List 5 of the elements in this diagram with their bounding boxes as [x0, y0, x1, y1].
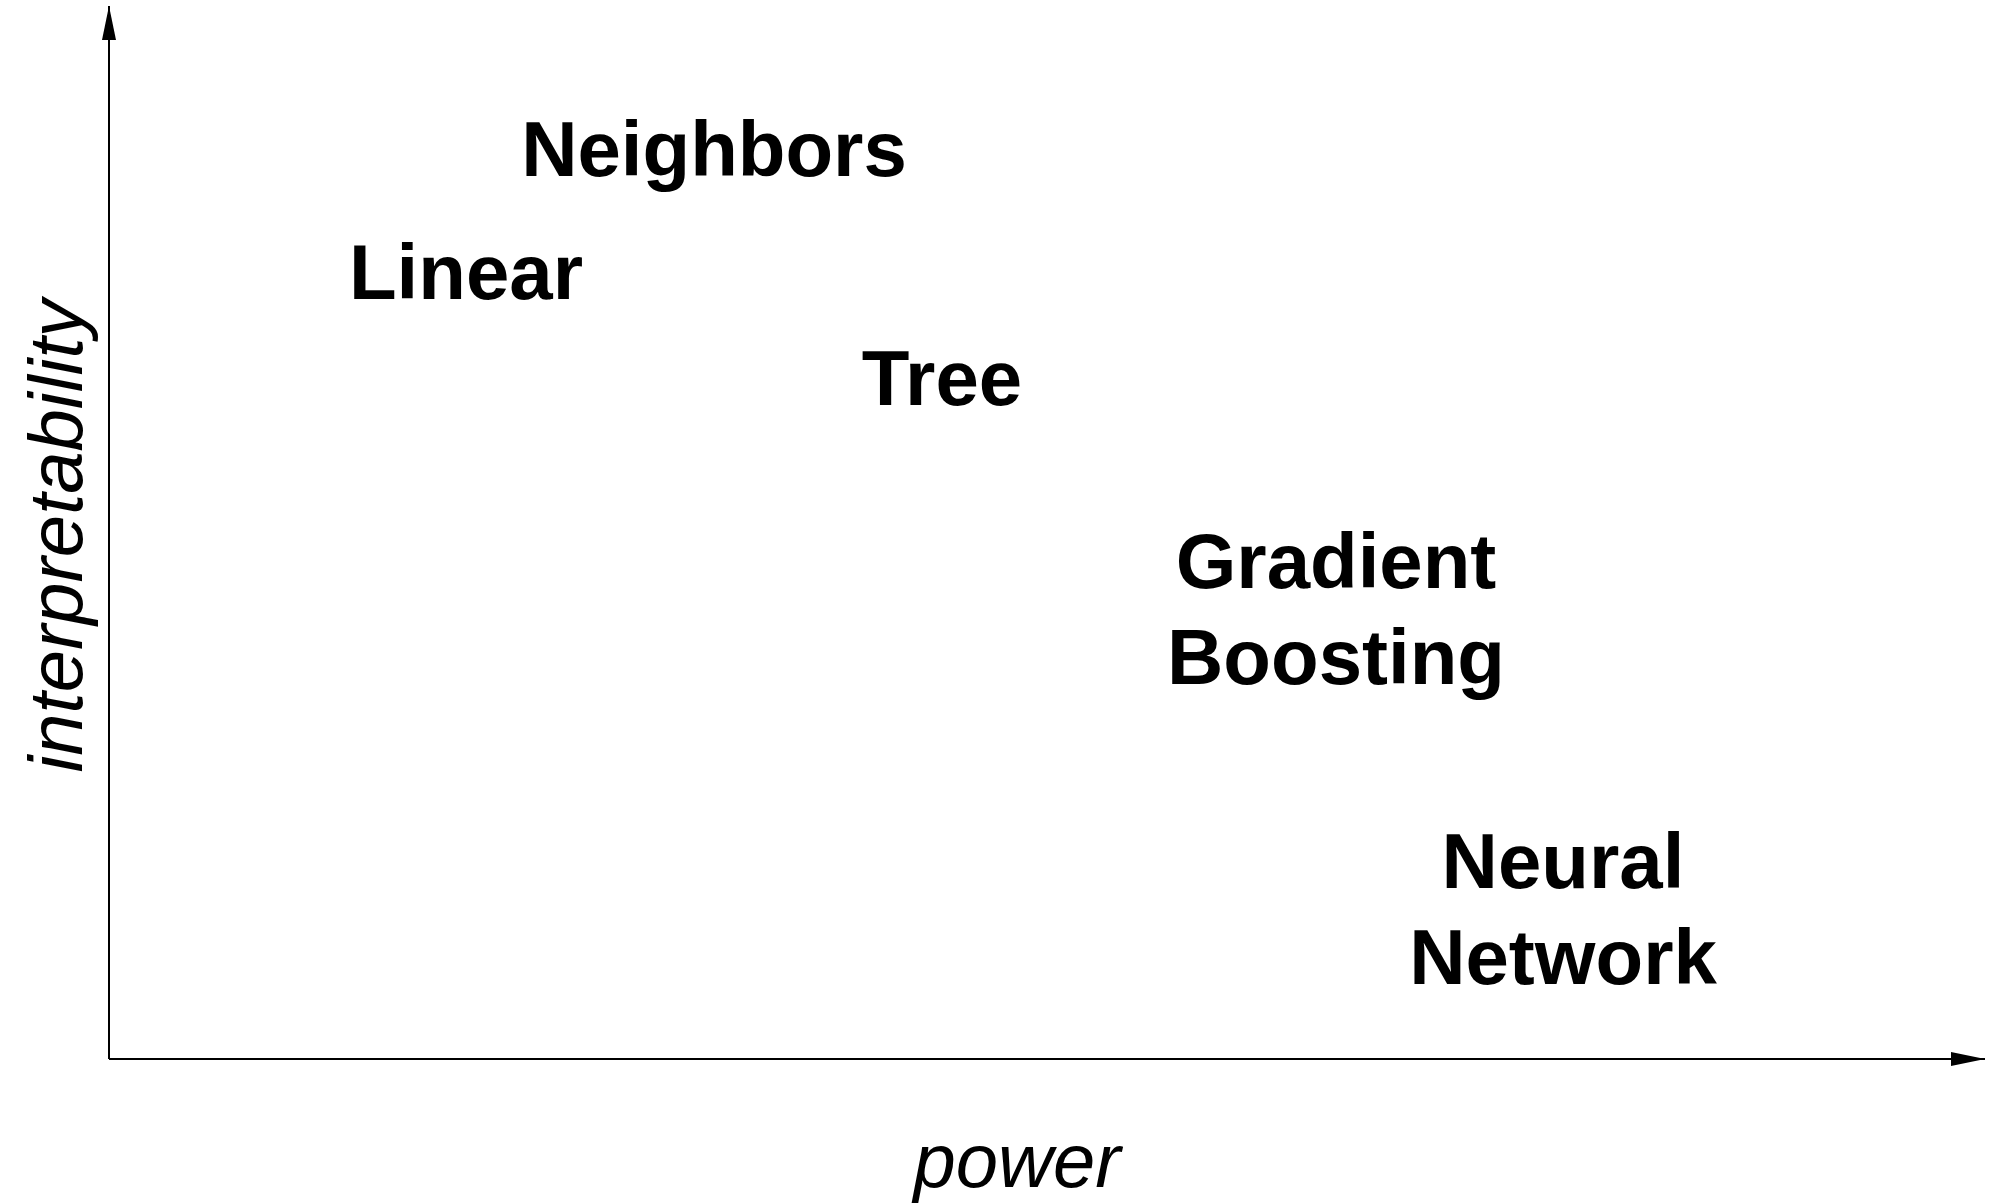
model-label: Gradient Boosting — [1166, 516, 1506, 703]
model-label: Tree — [860, 333, 1024, 424]
model-label: Linear — [347, 227, 585, 318]
model-label: Neighbors — [520, 104, 908, 195]
model-label: Neural Network — [1408, 816, 1718, 1003]
